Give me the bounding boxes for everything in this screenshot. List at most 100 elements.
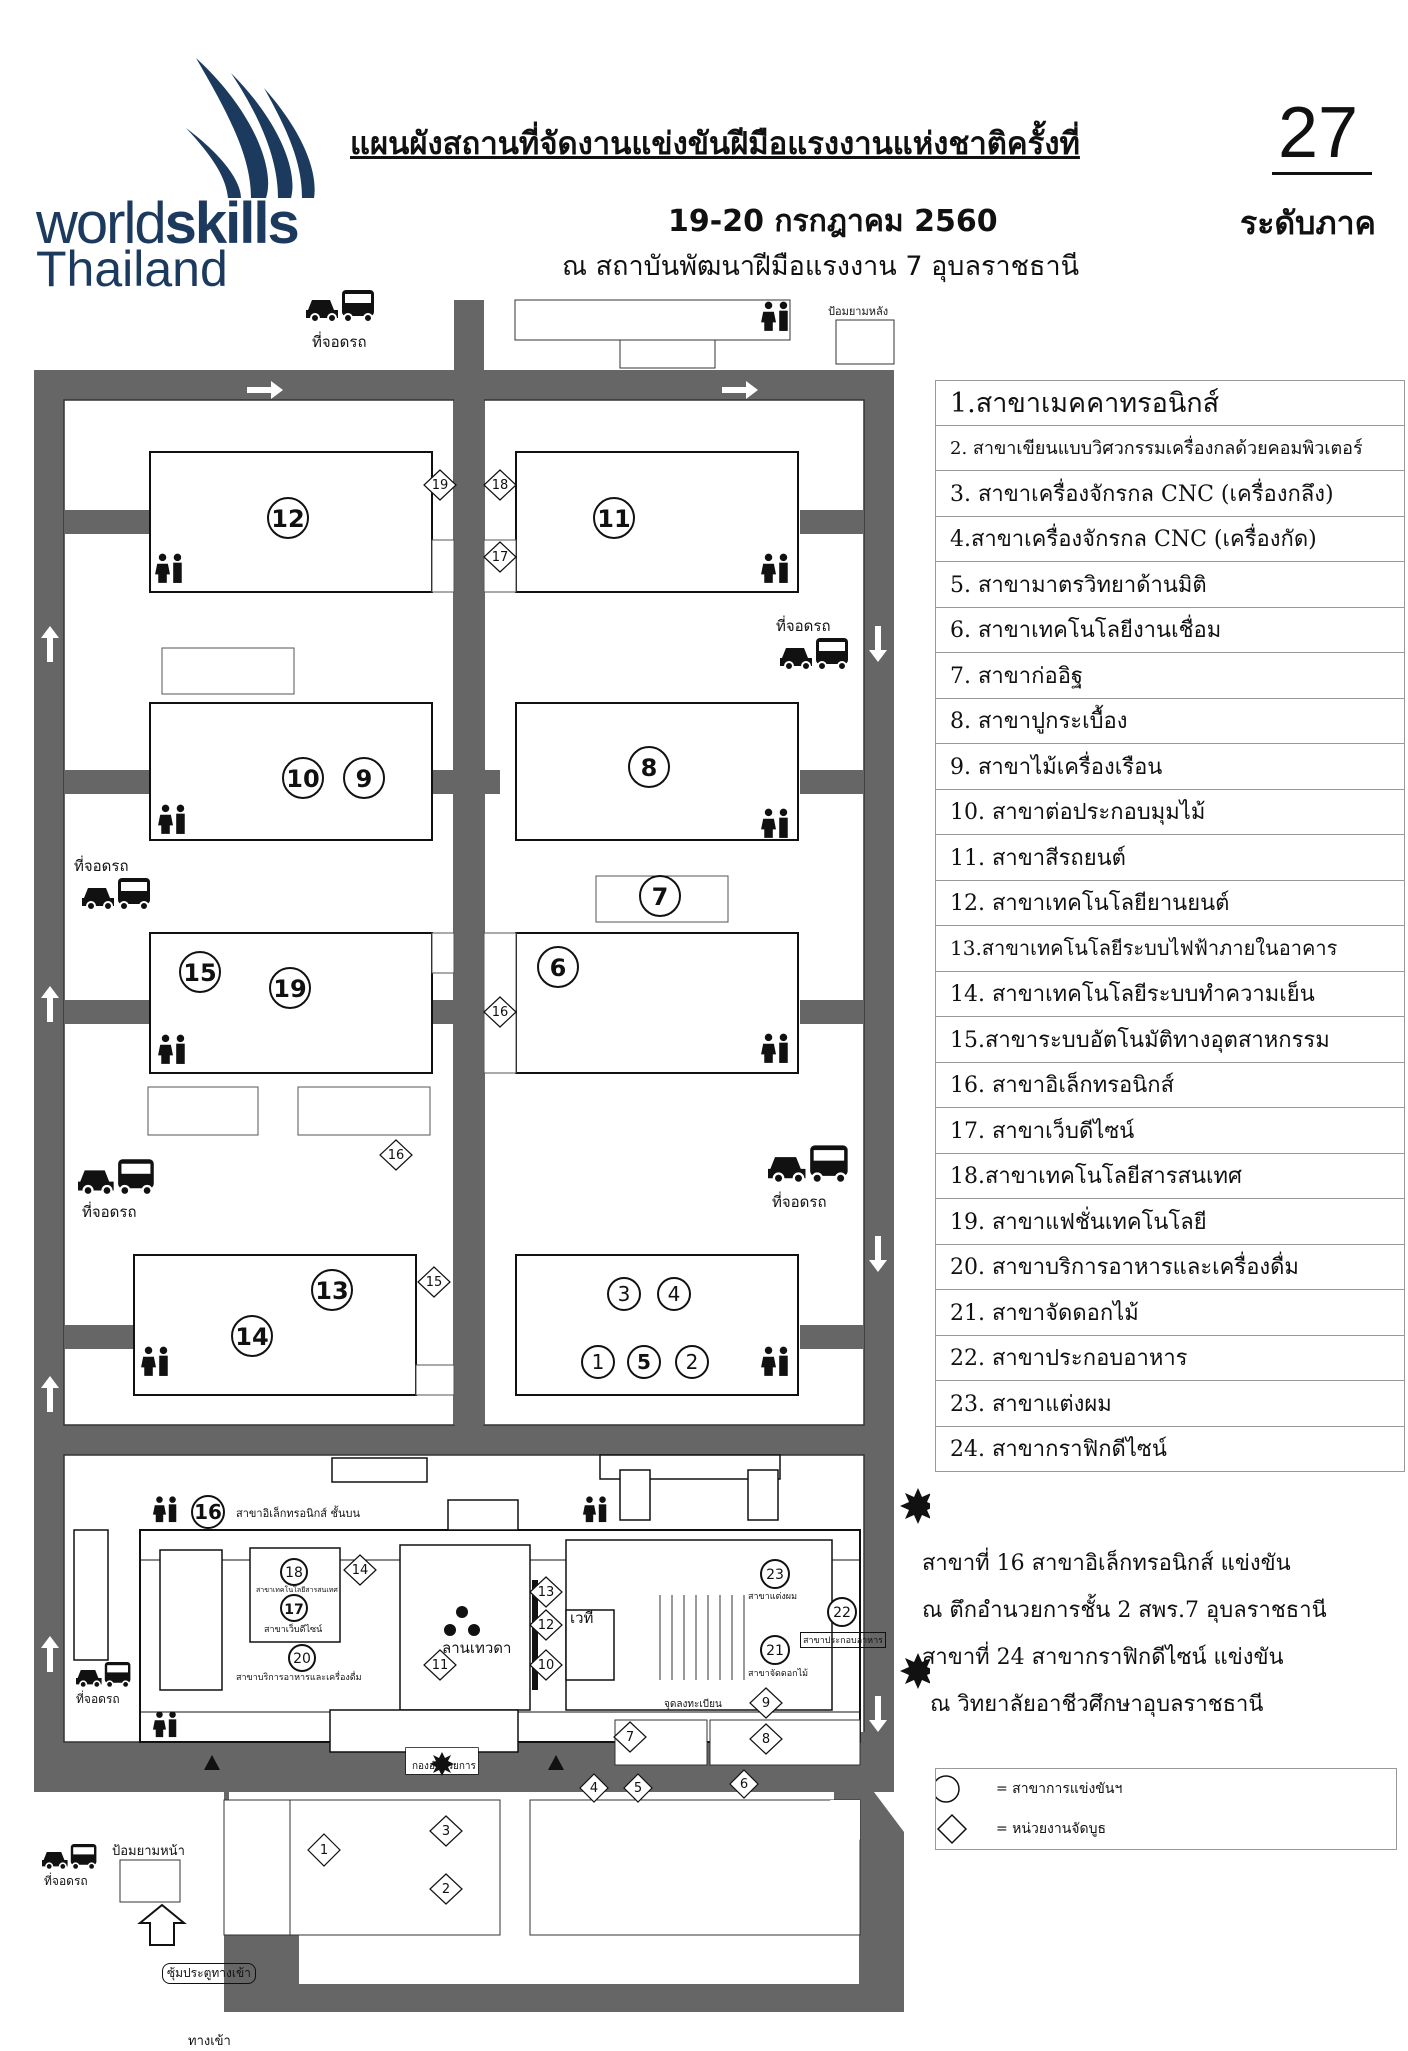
marker-21: 21 bbox=[766, 1643, 784, 1659]
flower-label: สาขาจัดดอกไม้ bbox=[748, 1669, 809, 1679]
cooking-label: สาขาประกอบอาหาร bbox=[800, 1632, 886, 1648]
marker-4: 4 bbox=[668, 1282, 681, 1306]
booth-7: 7 bbox=[626, 1730, 634, 1745]
branch-item: 9. สาขาไม้เครื่องเรือน bbox=[935, 744, 1405, 790]
logo-country: Thailand bbox=[36, 241, 228, 297]
legend-diamond-label: = หน่วยงานจัดบูธ bbox=[996, 1821, 1107, 1837]
booth-3: 3 bbox=[442, 1824, 450, 1839]
venue-notes: สาขาที่ 16 สาขาอิเล็กทรอนิกส์ แข่งขัน ณ … bbox=[922, 1540, 1327, 1728]
entrance-label: ทางเข้า bbox=[188, 2034, 231, 2049]
marker-16-hall: 16 bbox=[194, 1500, 222, 1524]
branch-item: 14. สาขาเทคโนโลยีระบบทำความเย็น bbox=[935, 971, 1405, 1017]
gate-arch-label: ซุ้มประตูทางเข้า bbox=[162, 1963, 256, 1984]
event-venue: ณ สถาบันพัฒนาฝีมือแรงงาน 7 อุบลราชธานี bbox=[562, 251, 1080, 282]
parking-label-left-low: ที่จอดรถ bbox=[82, 1203, 137, 1221]
command-label: กองอำนวยการ bbox=[412, 1761, 476, 1772]
branch-item: 17. สาขาเว็บดีไซน์ bbox=[935, 1108, 1405, 1154]
booth-10: 10 bbox=[538, 1658, 555, 1673]
venue-map: 12 11 10 9 8 7 15 19 6 13 14 3 4 1 5 2 1… bbox=[34, 289, 930, 2012]
branch-item: 6. สาขาเทคโนโลยีงานเชื่อม bbox=[935, 607, 1405, 653]
booth-13: 13 bbox=[538, 1585, 555, 1600]
booth-16a: 16 bbox=[492, 1005, 509, 1020]
booth-4: 4 bbox=[590, 1781, 598, 1796]
marker-9: 9 bbox=[356, 765, 373, 793]
booth-16b: 16 bbox=[388, 1148, 405, 1163]
marker-19: 19 bbox=[273, 975, 306, 1003]
marker-14: 14 bbox=[235, 1323, 268, 1351]
front-guard-label: ป้อมยามหน้า bbox=[112, 1844, 185, 1859]
web-label: สาขาเว็บดีไซน์ bbox=[264, 1625, 323, 1635]
edition-underline bbox=[1272, 172, 1372, 175]
booth-19: 19 bbox=[432, 478, 449, 493]
legend-circle-row: = สาขาการแข่งขันฯ bbox=[936, 1769, 1396, 1809]
marker-11: 11 bbox=[597, 505, 630, 533]
note-line-4: ณ วิทยาลัยอาชีวศึกษาอุบลราชธานี bbox=[930, 1692, 1264, 1717]
marker-5: 5 bbox=[637, 1350, 651, 1374]
booth-18: 18 bbox=[492, 478, 509, 493]
branch-item: 3. สาขาเครื่องจักรกล CNC (เครื่องกลึง) bbox=[935, 471, 1405, 517]
plaza-label: ลานเทวดา bbox=[442, 1639, 512, 1657]
parking-label-hall: ที่จอดรถ bbox=[76, 1692, 120, 1706]
marker-6: 6 bbox=[550, 954, 567, 982]
elec-upstairs-label: สาขาอิเล็กทรอนิกส์ ชั้นบน bbox=[236, 1507, 360, 1520]
starburst-icon bbox=[430, 1488, 930, 1776]
signing-label: จุดลงทะเบียน bbox=[664, 1699, 722, 1710]
stage-label: เวที bbox=[570, 1609, 594, 1627]
note-line-1: สาขาที่ 16 สาขาอิเล็กทรอนิกส์ แข่งขัน bbox=[922, 1551, 1291, 1576]
booth-5: 5 bbox=[634, 1781, 642, 1796]
marker-17: 17 bbox=[284, 1602, 303, 1618]
marker-15: 15 bbox=[183, 959, 216, 987]
note-line-2: ณ ตึกอำนวยการชั้น 2 สพร.7 อุบลราชธานี bbox=[922, 1598, 1327, 1623]
event-date: 19-20 กรกฎาคม 2560 bbox=[668, 204, 998, 239]
booth-15: 15 bbox=[426, 1275, 443, 1290]
branch-item: 8. สาขาปูกระเบื้อง bbox=[935, 698, 1405, 744]
marker-8: 8 bbox=[641, 754, 658, 782]
map-legend: = สาขาการแข่งขันฯ = หน่วยงานจัดบูธ bbox=[935, 1768, 1397, 1850]
marker-2: 2 bbox=[686, 1350, 699, 1374]
branch-item: 21. สาขาจัดดอกไม้ bbox=[935, 1290, 1405, 1336]
branch-item: 13.สาขาเทคโนโลยีระบบไฟฟ้าภายในอาคาร bbox=[935, 926, 1405, 972]
parking-label-left-mid: ที่จอดรถ bbox=[74, 857, 129, 875]
event-level: ระดับภาค bbox=[1240, 204, 1376, 242]
marker-18: 18 bbox=[285, 1565, 303, 1581]
branch-item: 19. สาขาแฟชั่นเทคโนโลยี bbox=[935, 1199, 1405, 1245]
parking-label-top: ที่จอดรถ bbox=[312, 333, 367, 351]
legend-circle-label: = สาขาการแข่งขันฯ bbox=[996, 1781, 1123, 1797]
it-label: สาขาเทคโนโลยีสารสนเทศ bbox=[256, 1586, 338, 1594]
edition-number: 27 bbox=[1278, 93, 1359, 173]
booth-1: 1 bbox=[320, 1843, 328, 1858]
logo-swoosh-icon bbox=[186, 58, 315, 198]
marker-20: 20 bbox=[293, 1651, 311, 1667]
branch-item: 18.สาขาเทคโนโลยีสารสนเทศ bbox=[935, 1153, 1405, 1199]
diamond-icon bbox=[936, 1813, 968, 1845]
marker-1: 1 bbox=[592, 1350, 605, 1374]
branch-item: 5. สาขามาตรวิทยาด้านมิติ bbox=[935, 562, 1405, 608]
booth-2: 2 bbox=[442, 1882, 450, 1897]
branch-item: 11. สาขาสีรถยนต์ bbox=[935, 835, 1405, 881]
branch-item: 12. สาขาเทคโนโลยียานยนต์ bbox=[935, 880, 1405, 926]
parking-label-right-low: ที่จอดรถ bbox=[772, 1193, 827, 1211]
marker-13: 13 bbox=[315, 1277, 348, 1305]
booth-17: 17 bbox=[492, 550, 509, 565]
hair-label: สาขาแต่งผม bbox=[748, 1592, 797, 1602]
booth-8: 8 bbox=[762, 1732, 770, 1747]
branch-item: 10. สาขาต่อประกอบมุมไม้ bbox=[935, 789, 1405, 835]
marker-23: 23 bbox=[766, 1567, 784, 1583]
marker-3: 3 bbox=[618, 1282, 631, 1306]
circle-icon bbox=[936, 1775, 960, 1803]
branch-item: 24. สาขากราฟิกดีไซน์ bbox=[935, 1426, 1405, 1472]
booth-11: 11 bbox=[432, 1658, 449, 1673]
branch-item: 23. สาขาแต่งผม bbox=[935, 1381, 1405, 1427]
marker-7: 7 bbox=[652, 883, 669, 911]
branch-list: 1.สาขาเมคคาทรอนิกส์2. สาขาเขียนแบบวิศวกร… bbox=[935, 380, 1405, 1472]
booth-6: 6 bbox=[740, 1777, 748, 1792]
note-line-3: สาขาที่ 24 สาขากราฟิกดีไซน์ แข่งขัน bbox=[922, 1645, 1284, 1670]
logo bbox=[36, 48, 316, 288]
branch-item: 1.สาขาเมคคาทรอนิกส์ bbox=[935, 380, 1405, 426]
marker-22: 22 bbox=[833, 1605, 851, 1621]
branch-item: 20. สาขาบริการอาหารและเครื่องดื่ม bbox=[935, 1244, 1405, 1290]
booth-9: 9 bbox=[762, 1696, 770, 1711]
branch-item: 15.สาขาระบบอัตโนมัติทางอุตสาหกรรม bbox=[935, 1017, 1405, 1063]
booth-12: 12 bbox=[538, 1618, 555, 1633]
logo-wordmark: worldskills bbox=[36, 191, 300, 256]
